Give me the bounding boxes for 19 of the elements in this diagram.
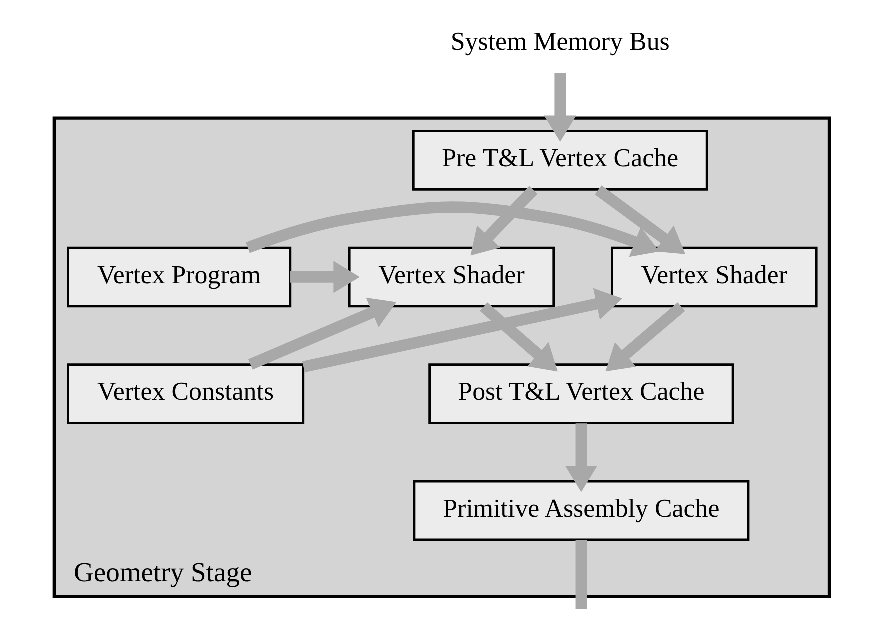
node-box: Vertex Program [67,246,292,308]
arrow [565,424,598,492]
arrow [246,202,660,258]
node-box: Vertex Shader [611,246,818,308]
arrow [290,261,360,294]
connector [576,540,588,610]
arrow [606,302,686,372]
node-text: System Memory Bus [450,26,670,56]
node-box: Post T&L Vertex Cache [428,364,734,424]
arrow [544,73,576,142]
arrow [595,186,686,254]
node-box: Vertex Constants [67,364,305,424]
arrow [480,302,558,372]
node-box: Primitive Assembly Cache [413,480,750,542]
arrow [248,298,397,370]
arrow [470,186,538,256]
node-box: Pre T&L Vertex Cache [412,130,708,191]
node-box: Vertex Shader [348,246,556,308]
arrow [302,288,622,373]
